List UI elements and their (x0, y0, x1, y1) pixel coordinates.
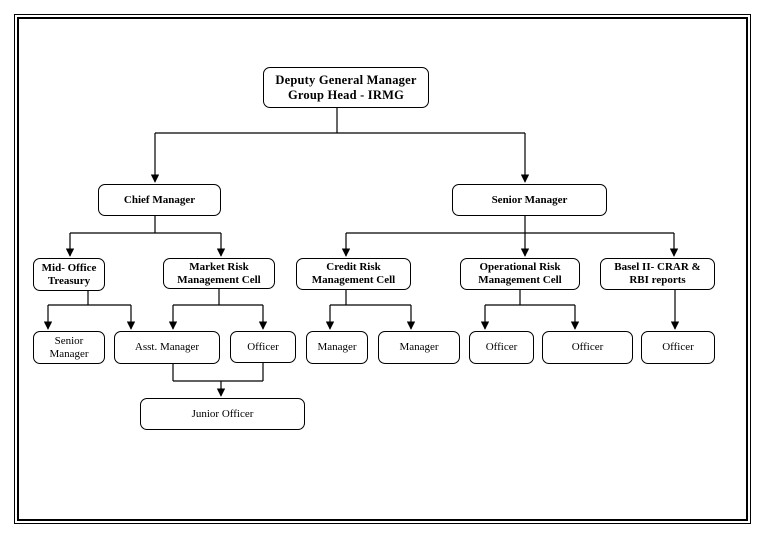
node-operational-risk-management-cell: Operational Risk Management Cell (460, 258, 580, 290)
node-asst-manager: Asst. Manager (114, 331, 220, 364)
node-credit-risk-management-cell: Credit Risk Management Cell (296, 258, 411, 290)
node-market-risk-officer: Officer (230, 331, 296, 363)
node-operational-risk-officer-2: Officer (542, 331, 633, 364)
node-basel-officer: Officer (641, 331, 715, 364)
outer-border (14, 14, 751, 524)
node-mo-senior-manager: Senior Manager (33, 331, 105, 364)
node-senior-manager: Senior Manager (452, 184, 607, 216)
node-market-risk-management-cell: Market Risk Management Cell (163, 258, 275, 289)
node-operational-risk-officer-1: Officer (469, 331, 534, 364)
node-chief-manager: Chief Manager (98, 184, 221, 216)
node-deputy-general-manager: Deputy General Manager Group Head - IRMG (263, 67, 429, 108)
inner-border (17, 17, 748, 521)
node-credit-risk-manager-2: Manager (378, 331, 460, 364)
node-mid-office-treasury: Mid- Office Treasury (33, 258, 105, 291)
node-basel-ii-crar-rbi-reports: Basel II- CRAR & RBI reports (600, 258, 715, 290)
node-junior-officer: Junior Officer (140, 398, 305, 430)
node-credit-risk-manager-1: Manager (306, 331, 368, 364)
